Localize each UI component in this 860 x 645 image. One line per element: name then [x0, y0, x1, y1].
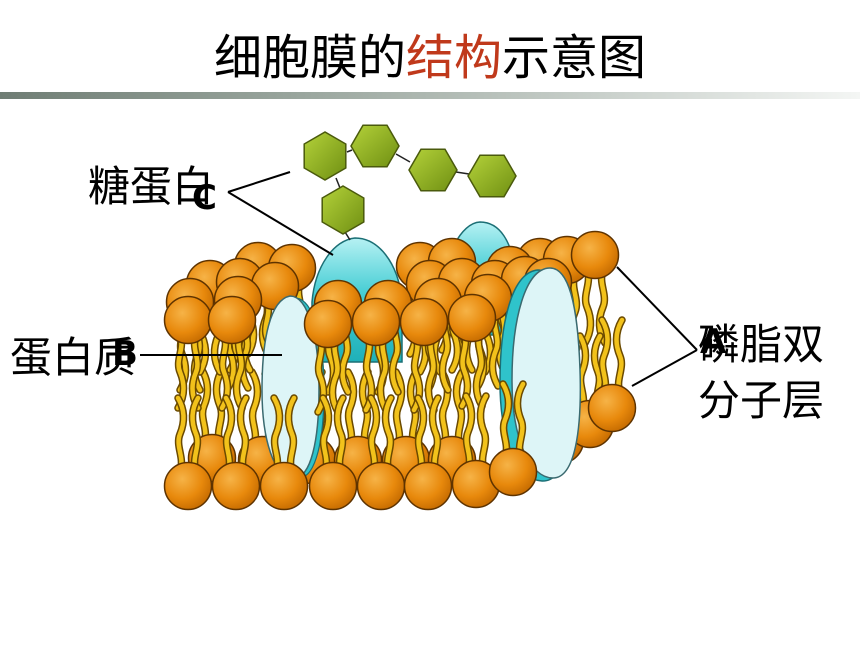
glycoprotein-pointer-line — [227, 191, 334, 256]
phospholipid-tails — [319, 394, 347, 474]
phospholipid-tail — [368, 395, 379, 473]
sugar-chain-link — [346, 149, 353, 153]
sugar-chain-hexagon — [321, 185, 365, 235]
phospholipid-tail — [190, 333, 201, 411]
phospholipid-tail — [599, 317, 610, 395]
phospholipid-pointer-line — [631, 349, 698, 387]
phospholipid-tail — [271, 395, 282, 473]
phospholipid-tail — [249, 369, 260, 447]
phospholipid-tails — [270, 394, 298, 474]
phospholipid-tail — [320, 395, 331, 473]
phospholipid-tails — [499, 380, 527, 460]
phospholipid-tail — [582, 268, 593, 346]
phospholipid-head — [399, 297, 449, 347]
phospholipid-head — [303, 299, 353, 349]
sugar-chain-links — [335, 149, 470, 241]
phospholipid-tail — [500, 381, 511, 459]
phospholipid-tail — [415, 395, 426, 473]
glycoprotein-label: 糖蛋白 — [88, 162, 215, 211]
phospholipid-head — [308, 461, 358, 511]
phospholipid-tails — [414, 394, 442, 474]
glycoprotein-letter: C — [192, 178, 217, 218]
phospholipid-head — [211, 461, 261, 511]
phospholipid-tail — [345, 369, 356, 447]
phospholipid-tail — [330, 337, 341, 415]
phospholipid-tails — [174, 332, 202, 412]
phospholipid-tail — [383, 395, 394, 473]
glycoprotein-pointer-line — [227, 171, 291, 193]
phospholipid-tail — [478, 393, 489, 471]
page-title: 细胞膜的结构示意图 — [0, 34, 860, 82]
phospholipid-tail — [378, 335, 389, 413]
phospholipid-tail — [577, 333, 588, 411]
phospholipid-tail — [426, 335, 437, 413]
title-highlight: 结构 — [405, 30, 502, 86]
title-part-1: 细胞膜的 — [213, 30, 406, 86]
phospholipid-tail — [286, 395, 297, 473]
phospholipid-tail — [614, 317, 625, 395]
sugar-chain-link — [344, 231, 351, 241]
phospholipid-head — [488, 447, 538, 497]
phospholipid-head — [351, 297, 401, 347]
sugar-chain-hexagon — [467, 154, 517, 198]
phospholipid-tail — [393, 369, 404, 447]
phospholipid-head — [163, 295, 213, 345]
transmembrane-protein-right — [511, 267, 582, 479]
phospholipid-head — [403, 461, 453, 511]
phospholipid-tail — [175, 333, 186, 411]
label-pointer-lines — [140, 171, 698, 387]
sugar-chain-link — [455, 171, 470, 175]
sugar-chain-link — [335, 177, 341, 189]
phospholipid-pointer-line — [616, 266, 698, 351]
phospholipid-head — [587, 383, 637, 433]
phospholipid-head — [570, 230, 620, 280]
phospholipid-tail — [430, 395, 441, 473]
protein-letter: B — [112, 334, 138, 374]
phospholipid-tail — [234, 333, 245, 411]
phospholipid-tails — [174, 394, 202, 474]
phospholipid-tails — [222, 394, 250, 474]
title-divider — [0, 92, 860, 99]
phospholipid-head — [163, 461, 213, 511]
phospholipid-tails — [367, 394, 395, 474]
phospholipid-letter: A — [700, 322, 727, 362]
phospholipid-head — [207, 295, 257, 345]
phospholipid-tail — [335, 395, 346, 473]
phospholipid-label-line-1: 磷脂双 — [698, 320, 825, 369]
protein-label: 蛋白质 — [10, 333, 137, 382]
phospholipid-tail — [190, 395, 201, 473]
sugar-chain-hexagon — [350, 124, 400, 168]
phospholipid-tail — [515, 381, 526, 459]
phospholipid-head — [447, 293, 497, 343]
phospholipid-tail — [175, 395, 186, 473]
phospholipid-tails — [598, 316, 626, 396]
phospholipid-tail — [474, 331, 485, 409]
phospholipid-tail — [463, 393, 474, 471]
phospholipid-tails — [462, 392, 490, 472]
phospholipid-head — [356, 461, 406, 511]
title-part-2: 示意图 — [502, 30, 647, 86]
sugar-chain-hexagon — [303, 131, 347, 181]
phospholipid-tail — [199, 367, 210, 445]
phospholipid-tails — [581, 267, 609, 347]
phospholipid-tail — [238, 395, 249, 473]
sugar-chain-link — [395, 153, 411, 163]
phospholipid-head — [259, 461, 309, 511]
phospholipid-label-line-2: 分子层 — [698, 376, 825, 425]
phospholipid-tail — [223, 395, 234, 473]
sugar-chain-hexagon — [408, 148, 458, 192]
